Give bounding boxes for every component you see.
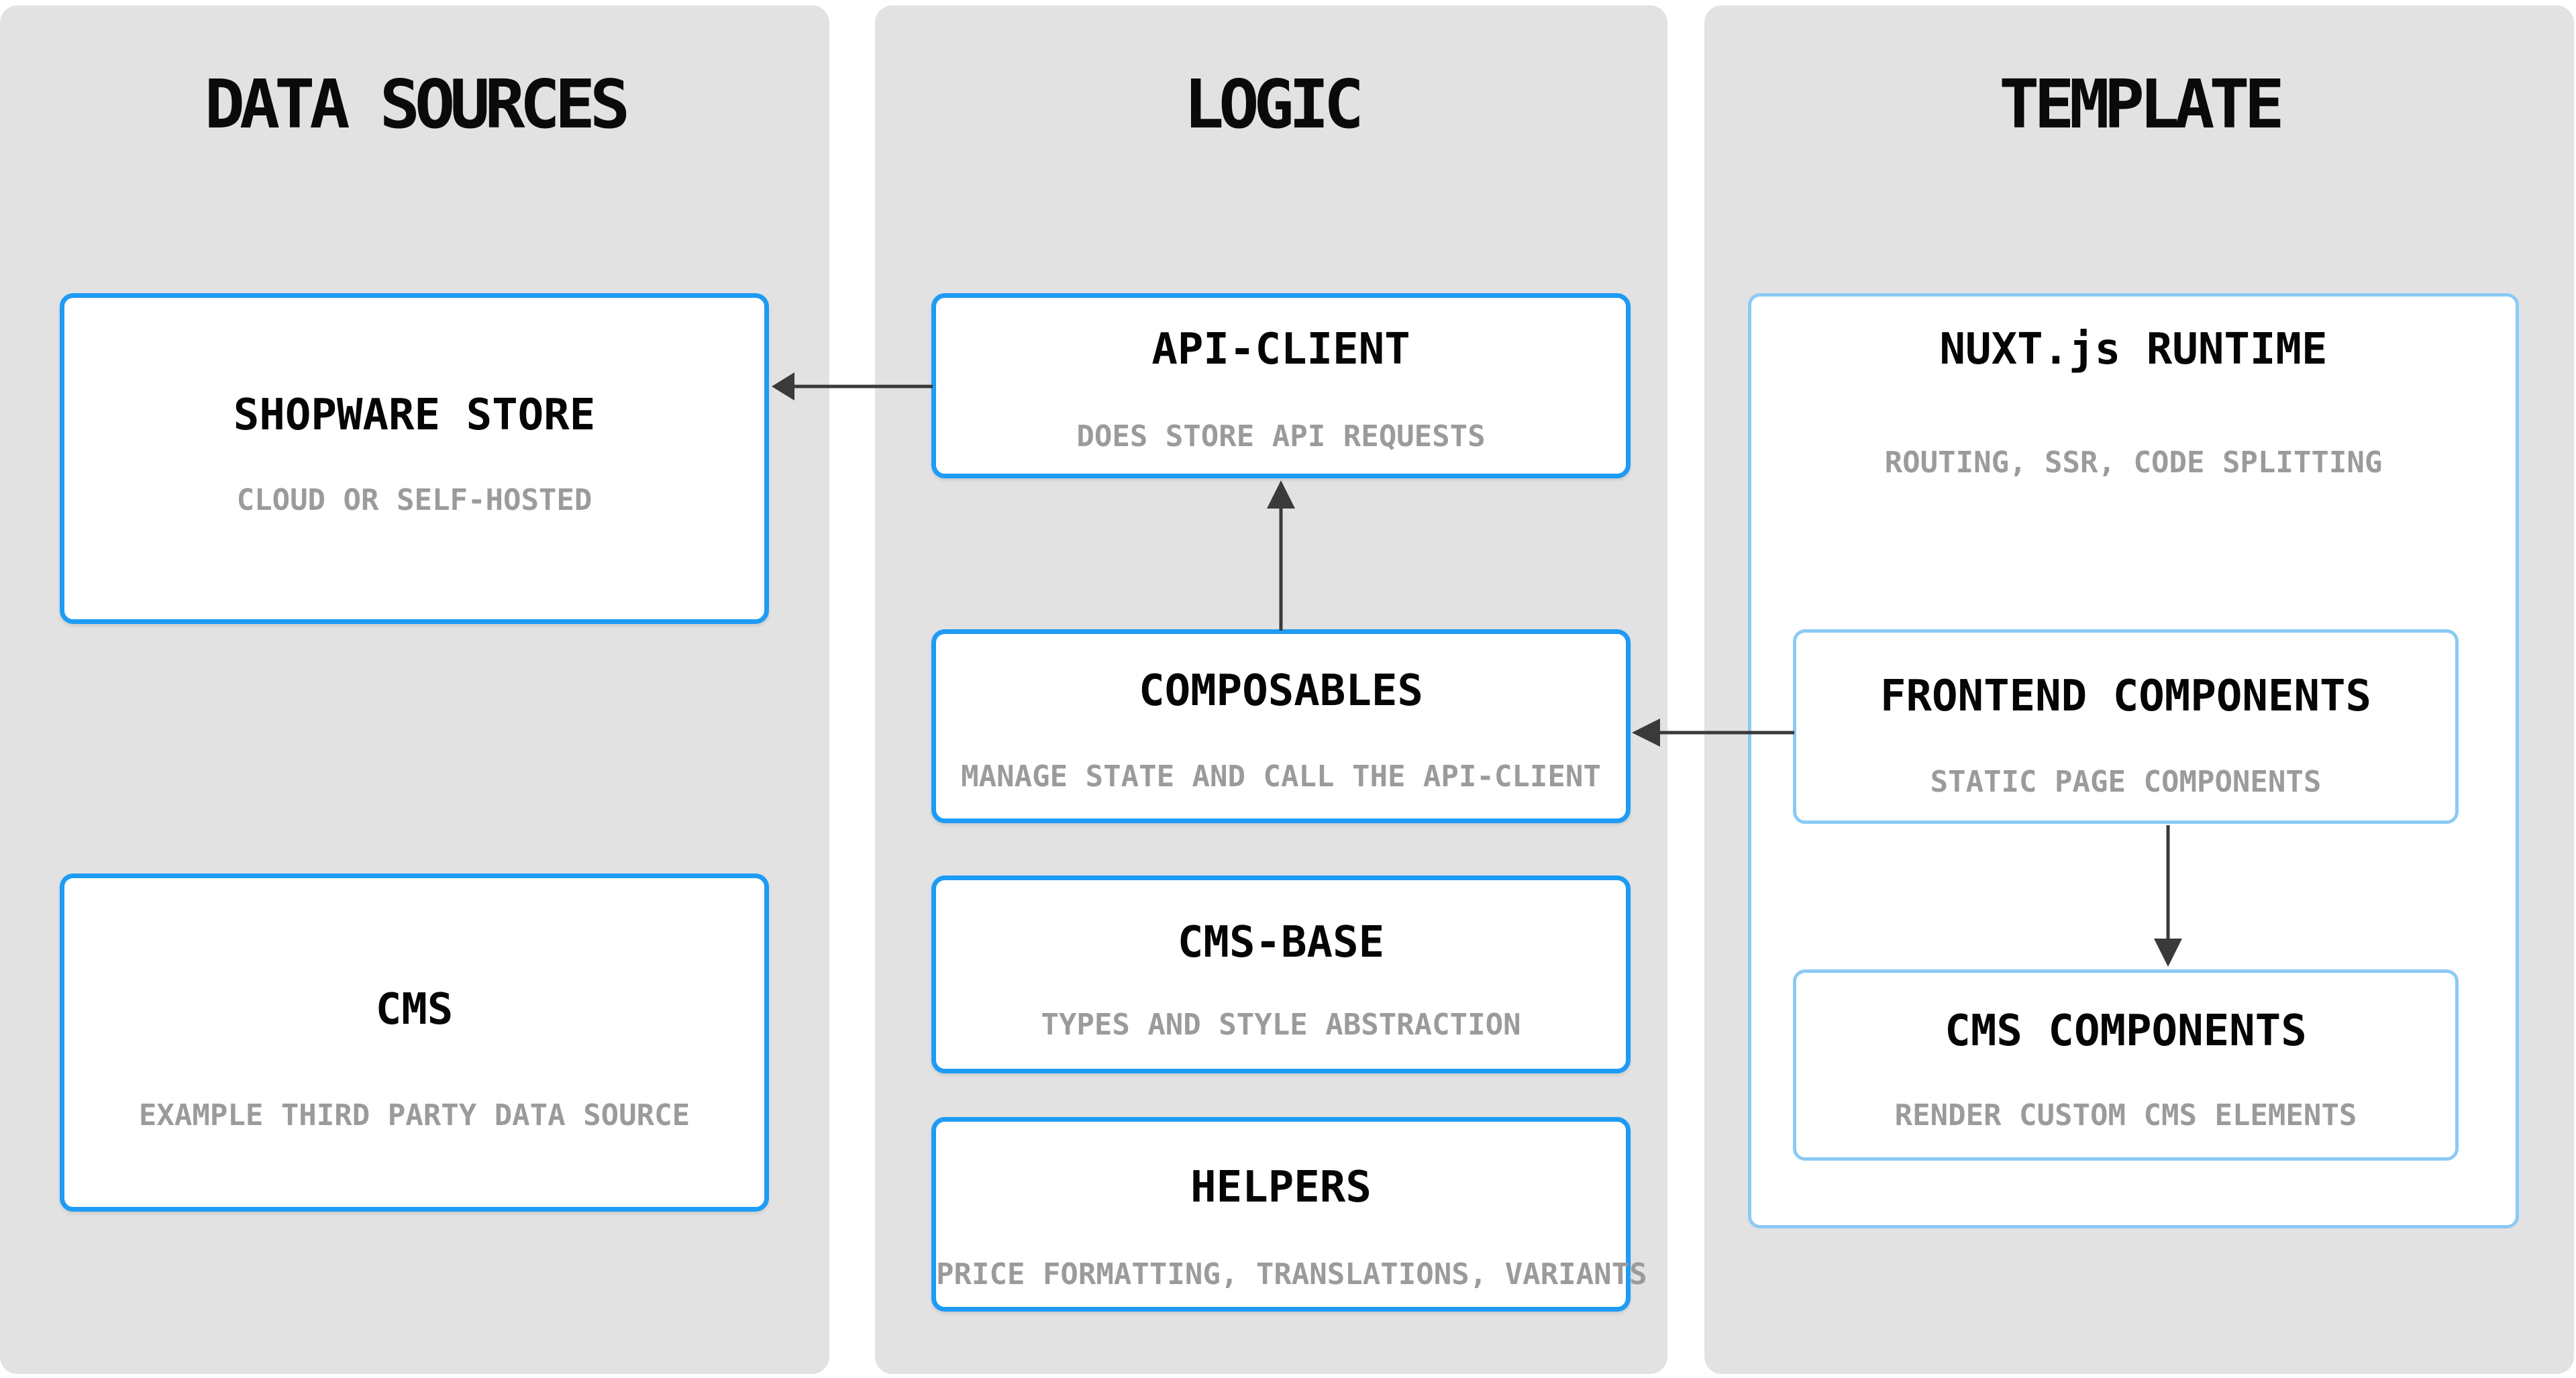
box-cms-base-title: CMS-BASE: [1177, 918, 1385, 967]
box-shopware-store: SHOPWARE STORE CLOUD OR SELF-HOSTED: [60, 293, 769, 624]
column-header-template: TEMPLATE: [1999, 65, 2285, 144]
box-composables: COMPOSABLES MANAGE STATE AND CALL THE AP…: [931, 629, 1631, 823]
box-composables-subtitle: MANAGE STATE AND CALL THE API-CLIENT: [961, 759, 1601, 794]
box-shopware-store-subtitle: CLOUD OR SELF-HOSTED: [236, 483, 593, 517]
box-cms-title: CMS: [375, 985, 454, 1035]
box-cms-components: CMS COMPONENTS RENDER CUSTOM CMS ELEMENT…: [1793, 969, 2459, 1161]
box-helpers-title: HELPERS: [1190, 1163, 1372, 1212]
box-shopware-store-title: SHOPWARE STORE: [233, 390, 596, 440]
box-frontend-components: FRONTEND COMPONENTS STATIC PAGE COMPONEN…: [1793, 629, 2459, 824]
box-cms-subtitle: EXAMPLE THIRD PARTY DATA SOURCE: [138, 1098, 690, 1132]
box-api-client-title: API-CLIENT: [1151, 325, 1410, 374]
box-cms: CMS EXAMPLE THIRD PARTY DATA SOURCE: [60, 873, 769, 1212]
box-cms-components-title: CMS COMPONENTS: [1945, 1006, 2307, 1056]
box-helpers: HELPERS PRICE FORMATTING, TRANSLATIONS, …: [931, 1117, 1647, 1312]
box-helpers-subtitle: PRICE FORMATTING, TRANSLATIONS, VARIANTS: [936, 1257, 1647, 1291]
box-api-client-subtitle: DOES STORE API REQUESTS: [1076, 419, 1486, 454]
box-composables-title: COMPOSABLES: [1139, 666, 1423, 716]
box-cms-base-subtitle: TYPES AND STYLE ABSTRACTION: [1041, 1008, 1521, 1042]
box-frontend-components-title: FRONTEND COMPONENTS: [1879, 672, 2372, 721]
box-cms-components-subtitle: RENDER CUSTOM CMS ELEMENTS: [1894, 1098, 2357, 1132]
box-frontend-components-subtitle: STATIC PAGE COMPONENTS: [1930, 765, 2322, 799]
column-header-logic: LOGIC: [1183, 65, 1364, 144]
box-cms-base: CMS-BASE TYPES AND STYLE ABSTRACTION: [931, 876, 1631, 1073]
box-api-client: API-CLIENT DOES STORE API REQUESTS: [931, 293, 1631, 478]
box-nuxt-runtime-title: NUXT.js RUNTIME: [1939, 325, 2328, 374]
column-header-data-sources: DATA SOURCES: [204, 65, 630, 144]
box-nuxt-runtime-subtitle: ROUTING, SSR, CODE SPLITTING: [1884, 445, 2383, 480]
